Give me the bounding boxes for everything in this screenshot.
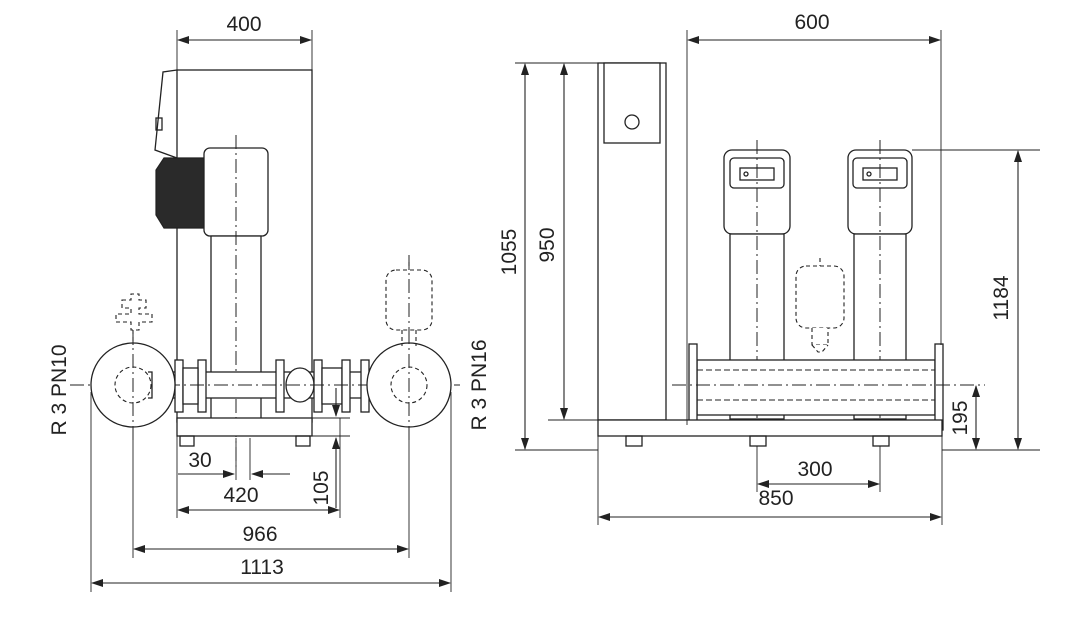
side-base-frame xyxy=(176,417,313,447)
side-dry-run-valve xyxy=(115,293,153,345)
dim-420: 420 xyxy=(176,418,341,518)
dim-1113-label: 1113 xyxy=(240,556,284,579)
dim-950: 950 xyxy=(536,63,598,421)
front-manifold xyxy=(672,343,985,431)
dim-105-label: 105 xyxy=(310,470,333,505)
dim-1055-label: 1055 xyxy=(498,229,521,276)
front-control-cabinet xyxy=(597,62,667,421)
dim-195-label: 195 xyxy=(949,400,972,435)
inlet-label: R 3 PN10 xyxy=(48,344,71,435)
dim-850-label: 850 xyxy=(758,487,793,510)
dim-300-label: 300 xyxy=(797,458,832,481)
dim-1184-label: 1184 xyxy=(990,275,1013,320)
dim-400-label: 400 xyxy=(226,13,261,36)
side-motor-box xyxy=(155,157,206,229)
dim-420-label: 420 xyxy=(223,484,258,507)
side-view: 400 30 420 105 966 xyxy=(48,13,491,592)
front-pressure-vessel xyxy=(795,258,845,353)
dim-1113: 1113 xyxy=(90,392,452,592)
dim-300: 300 xyxy=(756,446,881,492)
dim-950-label: 950 xyxy=(536,227,559,262)
dim-195: 195 xyxy=(949,385,980,450)
dim-1184: 1184 xyxy=(912,149,1040,451)
dim-966-label: 966 xyxy=(242,523,277,546)
dim-1055: 1055 xyxy=(498,62,598,451)
outlet-flange xyxy=(366,330,452,440)
dim-105: 105 xyxy=(310,388,350,508)
dim-400: 400 xyxy=(176,13,313,72)
front-base-frame xyxy=(597,419,943,447)
dim-850: 850 xyxy=(597,436,943,525)
dim-30: 30 xyxy=(178,438,290,480)
outlet-label: R 3 PN16 xyxy=(468,339,491,430)
dim-600-label: 600 xyxy=(794,11,829,34)
inlet-flange xyxy=(90,330,176,440)
dim-600: 600 xyxy=(686,11,942,425)
front-view: 600 1055 950 1184 195 xyxy=(498,11,1040,525)
dim-30-label: 30 xyxy=(188,449,211,472)
side-pressure-vessel xyxy=(385,255,433,346)
dim-966: 966 xyxy=(132,427,410,558)
